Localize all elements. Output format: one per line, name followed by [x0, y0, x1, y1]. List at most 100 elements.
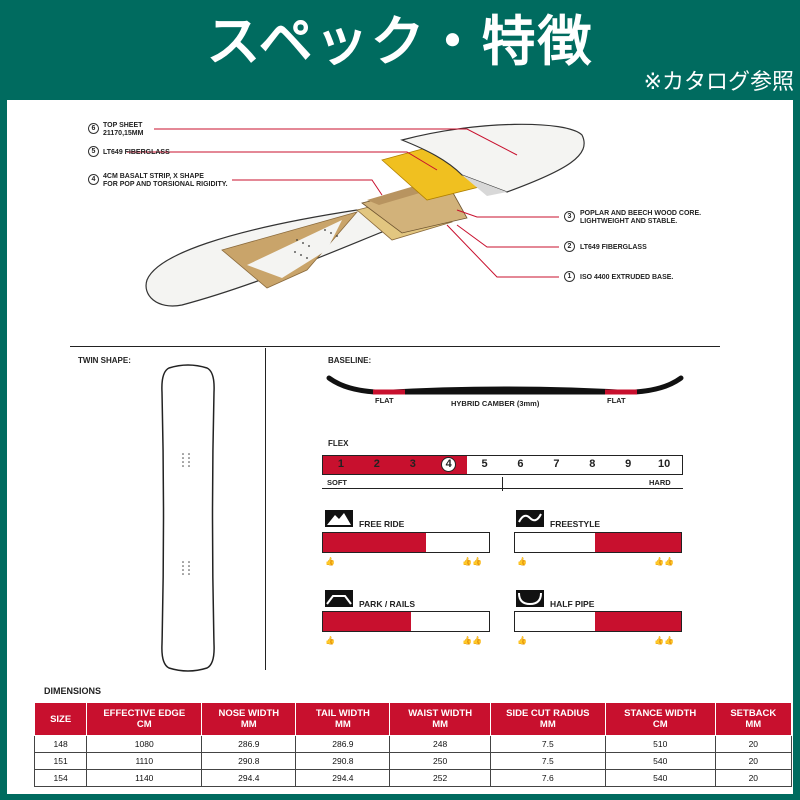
shape-label: TWIN SHAPE: [78, 356, 131, 365]
table-cell: 286.9 [201, 735, 297, 753]
column-header: SETBACK MM [714, 702, 793, 736]
flex-scale: 1 2 3 4 5 6 7 8 9 10 [322, 455, 683, 475]
rating-title: HALF PIPE [550, 599, 595, 609]
table-cell: 250 [389, 752, 491, 770]
table-row: 151 1110 290.8 290.8 250 7.5 540 20 [33, 752, 793, 770]
table-cell: 20 [714, 769, 793, 787]
column-header: STANCE WIDTH CM [604, 702, 716, 736]
table-cell: 252 [389, 769, 491, 787]
flex-soft-label: SOFT [327, 478, 347, 487]
baseline-flat-left: FLAT [375, 396, 394, 405]
table-cell: 1140 [86, 769, 203, 787]
freeride-rating-bar [322, 532, 490, 553]
catalog-note: ※カタログ参照 [643, 70, 794, 95]
callout-label: POPLAR AND BEECH WOOD CORE. LIGHTWEIGHT … [580, 210, 702, 225]
table-cell: 154 [33, 769, 88, 787]
table-cell: 20 [714, 735, 793, 753]
rating-fill [323, 612, 411, 631]
freestyle-rating-bar [514, 532, 682, 553]
thumb-down-icon: 👍 [325, 636, 335, 645]
table-cell: 7.5 [489, 735, 606, 753]
mountain-icon [325, 510, 353, 527]
table-cell: 294.4 [295, 769, 391, 787]
thumbs-up-icon: 👍👍 [462, 636, 482, 645]
flex-step-current: 4 [430, 456, 467, 474]
callout-label: ISO 4400 EXTRUDED BASE. [580, 274, 674, 281]
thumbs-up-icon: 👍👍 [654, 636, 674, 645]
baseline-flat-right: FLAT [607, 396, 626, 405]
thumb-down-icon: 👍 [325, 557, 335, 566]
table-cell: 7.5 [489, 752, 606, 770]
flex-step: 7 [553, 458, 560, 470]
table-cell: 1110 [86, 752, 203, 770]
table-cell: 1080 [86, 735, 203, 753]
flex-step: 3 [394, 456, 431, 474]
rating-title: FREE RIDE [359, 519, 405, 529]
callout-label: TOP SHEET 21170,15MM [103, 122, 144, 137]
column-header: SIZE [33, 702, 88, 736]
callout-number: 1 [564, 271, 575, 282]
table-cell: 540 [604, 752, 716, 770]
callout-number: 4 [88, 174, 99, 185]
thumbs-up-icon: 👍👍 [654, 557, 674, 566]
park-rails-rating-bar [322, 611, 490, 632]
column-header: SIDE CUT RADIUS MM [489, 702, 606, 736]
top-sheet-shape [400, 123, 585, 193]
table-cell: 148 [33, 735, 88, 753]
flex-label: FLEX [328, 439, 349, 448]
callout-number: 3 [564, 211, 575, 222]
callout-lines [127, 128, 559, 278]
flex-step: 8 [589, 458, 596, 470]
callout-label: 4CM BASALT STRIP, X SHAPE FOR POP AND TO… [103, 173, 228, 188]
table-cell: 286.9 [295, 735, 391, 753]
baseline-profile [326, 375, 684, 395]
table-cell: 290.8 [295, 752, 391, 770]
table-cell: 7.6 [489, 769, 606, 787]
table-row: 154 1140 294.4 294.4 252 7.6 540 20 [33, 769, 793, 787]
construction-illustration [127, 123, 585, 307]
section-divider [70, 346, 720, 347]
callout-number: 6 [88, 123, 99, 134]
page-title: スペック・特徴 [206, 10, 594, 73]
table-cell: 294.4 [201, 769, 297, 787]
column-header: EFFECTIVE EDGE CM [86, 702, 203, 736]
rating-fill [594, 533, 681, 552]
flex-step: 10 [657, 458, 671, 470]
table-cell: 290.8 [201, 752, 297, 770]
baseline-camber-label: HYBRID CAMBER (3mm) [451, 399, 540, 408]
dimensions-title: DIMENSIONS [44, 686, 102, 696]
flex-step: 2 [358, 456, 395, 474]
header-bar: スペック・特徴 ※カタログ参照 [0, 0, 800, 100]
thumb-down-icon: 👍 [517, 557, 527, 566]
column-divider [265, 348, 266, 670]
table-header-row: SIZE EFFECTIVE EDGE CM NOSE WIDTH MM TAI… [33, 702, 793, 736]
flex-midpoint-tick [502, 477, 503, 491]
rating-title: PARK / RAILS [359, 599, 416, 609]
flex-step: 5 [481, 458, 488, 470]
column-header: TAIL WIDTH MM [295, 702, 391, 736]
table-cell: 20 [714, 752, 793, 770]
basalt-inner-shape [247, 220, 342, 278]
table-cell: 151 [33, 752, 88, 770]
table-row: 148 1080 286.9 286.9 248 7.5 510 20 [33, 735, 793, 753]
column-header: NOSE WIDTH MM [201, 702, 297, 736]
spec-panel: 6 TOP SHEET 21170,15MM 5 LT649 FIBERGLAS… [7, 100, 793, 794]
freestyle-icon [516, 510, 544, 527]
rating-fill [323, 533, 426, 552]
flex-step: 1 [323, 456, 359, 474]
rating-title: FREESTYLE [550, 519, 601, 529]
table-cell: 510 [604, 735, 716, 753]
column-header: WAIST WIDTH MM [389, 702, 491, 736]
half-pipe-rating-bar [514, 611, 682, 632]
callout-number: 2 [564, 241, 575, 252]
half-pipe-icon [516, 590, 544, 607]
callout-label: LT649 FIBERGLASS [103, 149, 170, 156]
table-cell: 248 [389, 735, 491, 753]
flex-step: 6 [517, 458, 524, 470]
twin-shape-outline [161, 364, 215, 672]
thumb-down-icon: 👍 [517, 636, 527, 645]
park-rails-icon [325, 590, 353, 607]
baseline-label: BASELINE: [328, 356, 372, 365]
callout-number: 5 [88, 146, 99, 157]
table-cell: 540 [604, 769, 716, 787]
